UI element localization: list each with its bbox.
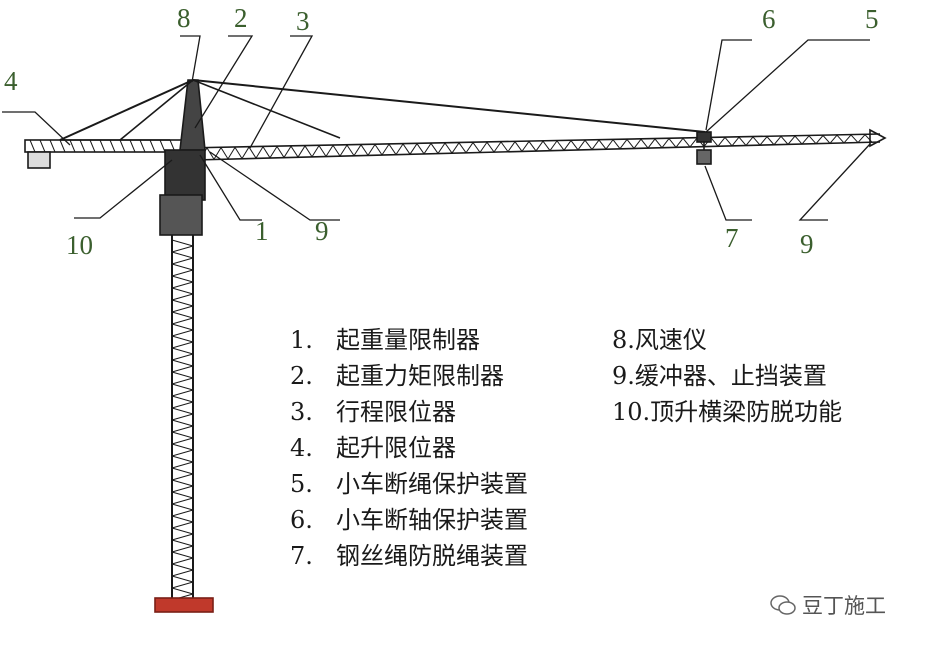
- callout-8: 8: [177, 3, 191, 33]
- counterweight: [27, 151, 51, 169]
- legend-item: 8.风速仪: [612, 326, 707, 354]
- counter-jib-lattice: [29, 139, 176, 153]
- legend-item: 7.钢丝绳防脱绳装置: [290, 542, 528, 570]
- legend-item: 3.行程限位器: [290, 398, 456, 426]
- legend-item: 6.小车断轴保护装置: [290, 506, 528, 534]
- callout-1: 1: [255, 216, 269, 246]
- jib-bottom-chord: [194, 141, 881, 161]
- callout-4: 4: [4, 66, 18, 96]
- hook-block: [696, 149, 712, 165]
- wechat-icon: [770, 595, 796, 615]
- legend-item: 2.起重力矩限制器: [290, 362, 504, 390]
- jib-top-chord: [184, 133, 881, 149]
- climbing-frame: [159, 194, 203, 236]
- crane-base: [154, 597, 214, 613]
- tower-head: [179, 79, 206, 151]
- mast-lattice: [171, 239, 194, 601]
- watermark-text: 豆丁施工: [802, 594, 886, 618]
- callout-10: 10: [66, 230, 93, 260]
- jib-tip: [869, 128, 887, 148]
- trolley: [696, 131, 712, 143]
- legend-item: 10.顶升横梁防脱功能: [612, 398, 843, 426]
- legend-left: 1.起重量限制器 2.起重力矩限制器 3.行程限位器 4.起升限位器 5.小车断…: [290, 322, 528, 574]
- legend-item: 9.缓冲器、止挡装置: [612, 362, 827, 390]
- callout-6: 6: [762, 4, 776, 34]
- legend-item: 4.起升限位器: [290, 434, 456, 462]
- jib-lattice: [199, 134, 873, 160]
- callout-9-right: 9: [800, 229, 814, 259]
- legend-right: 8.风速仪 9.缓冲器、止挡装置 10.顶升横梁防脱功能: [612, 322, 842, 430]
- counter-pendant: [59, 79, 194, 141]
- callout-7: 7: [725, 223, 739, 253]
- callout-3: 3: [296, 6, 310, 36]
- legend-item: 1.起重量限制器: [290, 326, 480, 354]
- leader-lines: [2, 35, 871, 221]
- callout-5: 5: [865, 4, 879, 34]
- callout-2: 2: [234, 3, 248, 33]
- slewing-section: [164, 149, 206, 201]
- callout-9-left: 9: [315, 216, 329, 246]
- jib-pendant: [192, 79, 706, 133]
- legend-item: 5.小车断绳保护装置: [290, 470, 528, 498]
- watermark: 豆丁施工: [770, 590, 886, 620]
